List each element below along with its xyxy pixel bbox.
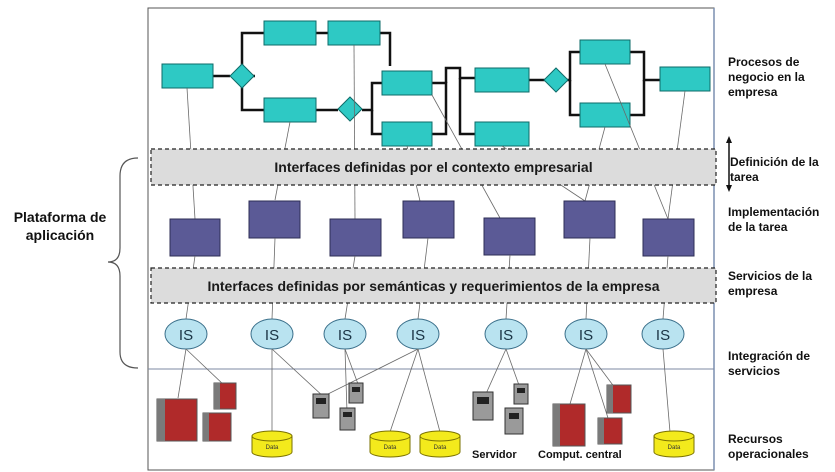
is-label: IS — [179, 327, 193, 344]
is-labels: IS IS IS IS IS IS IS — [179, 327, 670, 344]
data-label: Data — [668, 445, 681, 451]
task-boxes — [169, 200, 695, 257]
task-box — [248, 200, 301, 239]
layer-label-service-integration: Integración de servicios — [728, 349, 811, 378]
process-box — [263, 97, 317, 123]
process-box — [161, 63, 214, 89]
process-box — [381, 70, 433, 96]
process-task-connectors — [186, 44, 686, 220]
task-box — [563, 200, 616, 239]
task-box — [642, 218, 695, 257]
platform-label: Plataforma de aplicación — [13, 209, 107, 243]
decision-diamond — [229, 63, 255, 89]
is-label: IS — [579, 327, 593, 344]
is-label: IS — [656, 327, 670, 344]
process-box — [659, 66, 711, 92]
decision-diamond — [543, 67, 569, 93]
server-icon — [513, 383, 529, 405]
is-resource-connectors — [177, 348, 671, 433]
layer-label-business-services: Servicios de la empresa — [728, 269, 813, 298]
data-cylinder — [251, 436, 293, 458]
server-icon — [348, 382, 364, 404]
interface-band-top — [150, 148, 717, 186]
server-icon — [339, 407, 356, 431]
mainframe-servers — [156, 382, 632, 447]
is-label: IS — [499, 327, 513, 344]
is-label: IS — [338, 327, 352, 344]
task-box — [483, 217, 536, 256]
decision-diamonds — [229, 63, 569, 122]
platform-brace — [107, 157, 139, 369]
data-cylinder — [369, 436, 411, 458]
data-label: Data — [266, 445, 279, 451]
data-cylinder — [653, 436, 695, 458]
layer-label-operational-resources: Recursos operacionales — [728, 432, 809, 461]
process-box — [579, 39, 631, 65]
data-label: Data — [384, 445, 397, 451]
process-box — [474, 121, 530, 147]
mainframe-caption: Comput. central — [538, 449, 622, 461]
layer-label-task-implementation: Implementación de la tarea — [728, 205, 820, 234]
process-box — [263, 20, 317, 46]
process-box — [474, 67, 530, 93]
server-icon — [312, 393, 330, 419]
interface-label-bottom: Interfaces definidas por semánticas y re… — [207, 277, 660, 294]
task-box — [329, 218, 382, 257]
server-caption: Servidor — [472, 449, 517, 461]
decision-diamond — [337, 96, 363, 122]
task-box — [169, 218, 221, 257]
process-box — [327, 20, 381, 46]
workstation-servers — [312, 382, 529, 435]
process-box — [579, 102, 631, 128]
server-screens — [316, 387, 525, 419]
is-label: IS — [411, 327, 425, 344]
interface-band-bottom — [150, 267, 717, 304]
process-boxes — [161, 20, 711, 147]
task-box — [402, 200, 455, 239]
server-icon — [504, 407, 524, 435]
data-labels: Data Data Data Data — [266, 445, 681, 451]
server-icon — [472, 391, 494, 421]
data-cylinder — [419, 436, 461, 458]
interface-label-top: Interfaces definidas por el contexto emp… — [274, 159, 593, 175]
process-box — [381, 121, 433, 147]
layer-label-processes: Procesos de negocio en la empresa — [728, 55, 805, 99]
layer-label-task-definition: Definición de la tarea — [730, 155, 819, 184]
data-label: Data — [434, 445, 447, 451]
data-stores — [251, 430, 695, 458]
is-label: IS — [265, 327, 279, 344]
